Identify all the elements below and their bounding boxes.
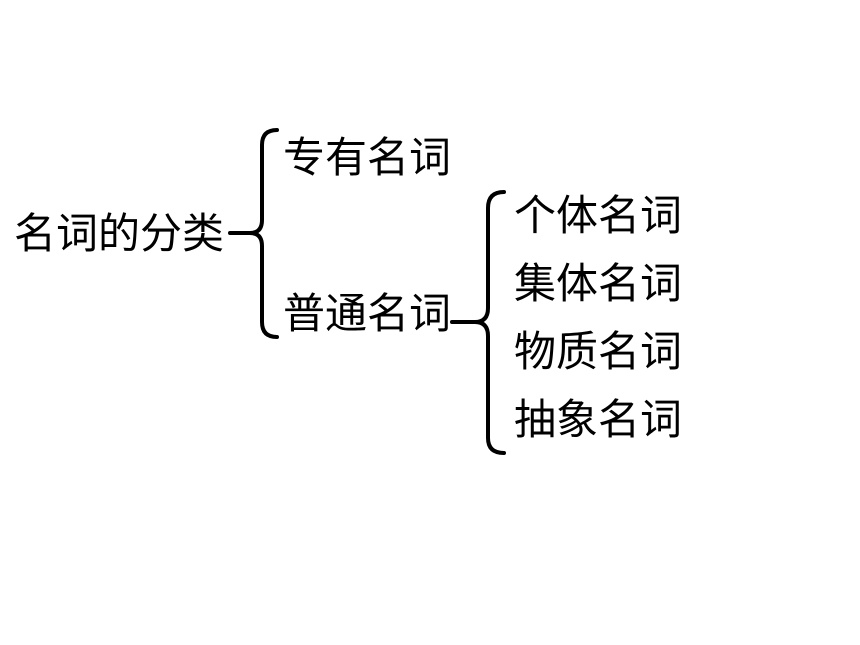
common-noun-brace [450, 190, 506, 455]
root-brace [228, 128, 279, 339]
subtype-material-noun: 物质名词 [514, 327, 683, 376]
subtype-abstract-noun: 抽象名词 [514, 395, 683, 444]
branch-common-noun: 普通名词 [283, 289, 452, 338]
subtype-individual-noun: 个体名词 [514, 191, 683, 240]
subtype-collective-noun: 集体名词 [514, 259, 683, 308]
root-label: 名词的分类 [14, 209, 225, 258]
branch-proper-noun: 专有名词 [283, 133, 452, 182]
